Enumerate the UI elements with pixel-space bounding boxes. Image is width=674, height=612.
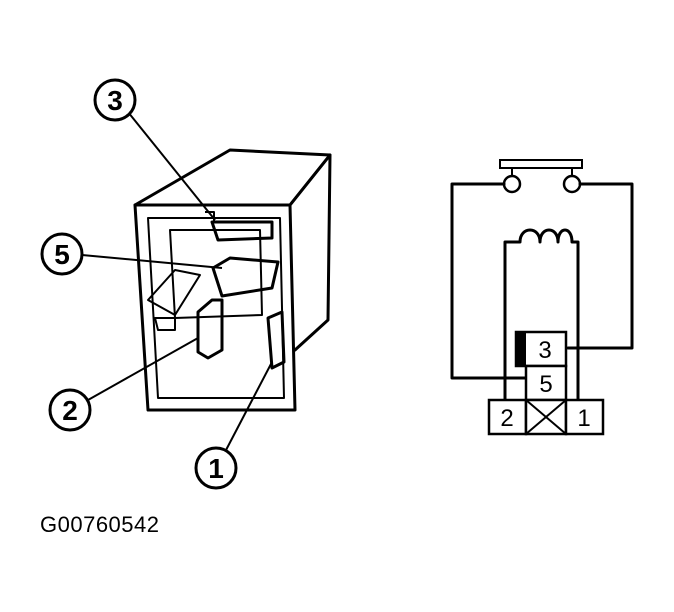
relay-terminal-2 — [196, 298, 224, 360]
pin-3-label: 3 — [538, 337, 551, 364]
pin-1-label: 1 — [577, 405, 590, 432]
pin-box-3: 3 — [514, 330, 568, 368]
contact-right — [562, 174, 582, 194]
pin-box-1: 1 — [564, 398, 605, 436]
callout-5-label: 5 — [54, 239, 70, 270]
contact-left — [502, 174, 522, 194]
relay-terminal-1 — [266, 310, 286, 370]
callout-1: 1 — [194, 446, 238, 490]
pin-box-5: 5 — [524, 364, 568, 402]
pin-5-label: 5 — [539, 371, 552, 398]
pin-2-label: 2 — [500, 405, 513, 432]
relay-terminal-3 — [205, 211, 274, 242]
relay-body — [133, 148, 332, 412]
callout-3-label: 3 — [107, 85, 123, 116]
figure-id: G00760542 — [40, 512, 160, 537]
coil — [503, 228, 580, 405]
callout-2-label: 2 — [62, 395, 78, 426]
pin-box-2: 2 — [487, 398, 528, 436]
pin-box-blank — [524, 398, 568, 436]
relay-terminal-5 — [211, 256, 280, 298]
callout-2: 2 — [48, 388, 92, 432]
switch-bar — [499, 159, 583, 169]
callout-3: 3 — [93, 78, 137, 122]
callout-1-label: 1 — [208, 453, 224, 484]
relay-schematic: 3 5 2 1 — [450, 159, 634, 436]
leader-lines — [81, 111, 273, 453]
callout-5: 5 — [40, 232, 84, 276]
